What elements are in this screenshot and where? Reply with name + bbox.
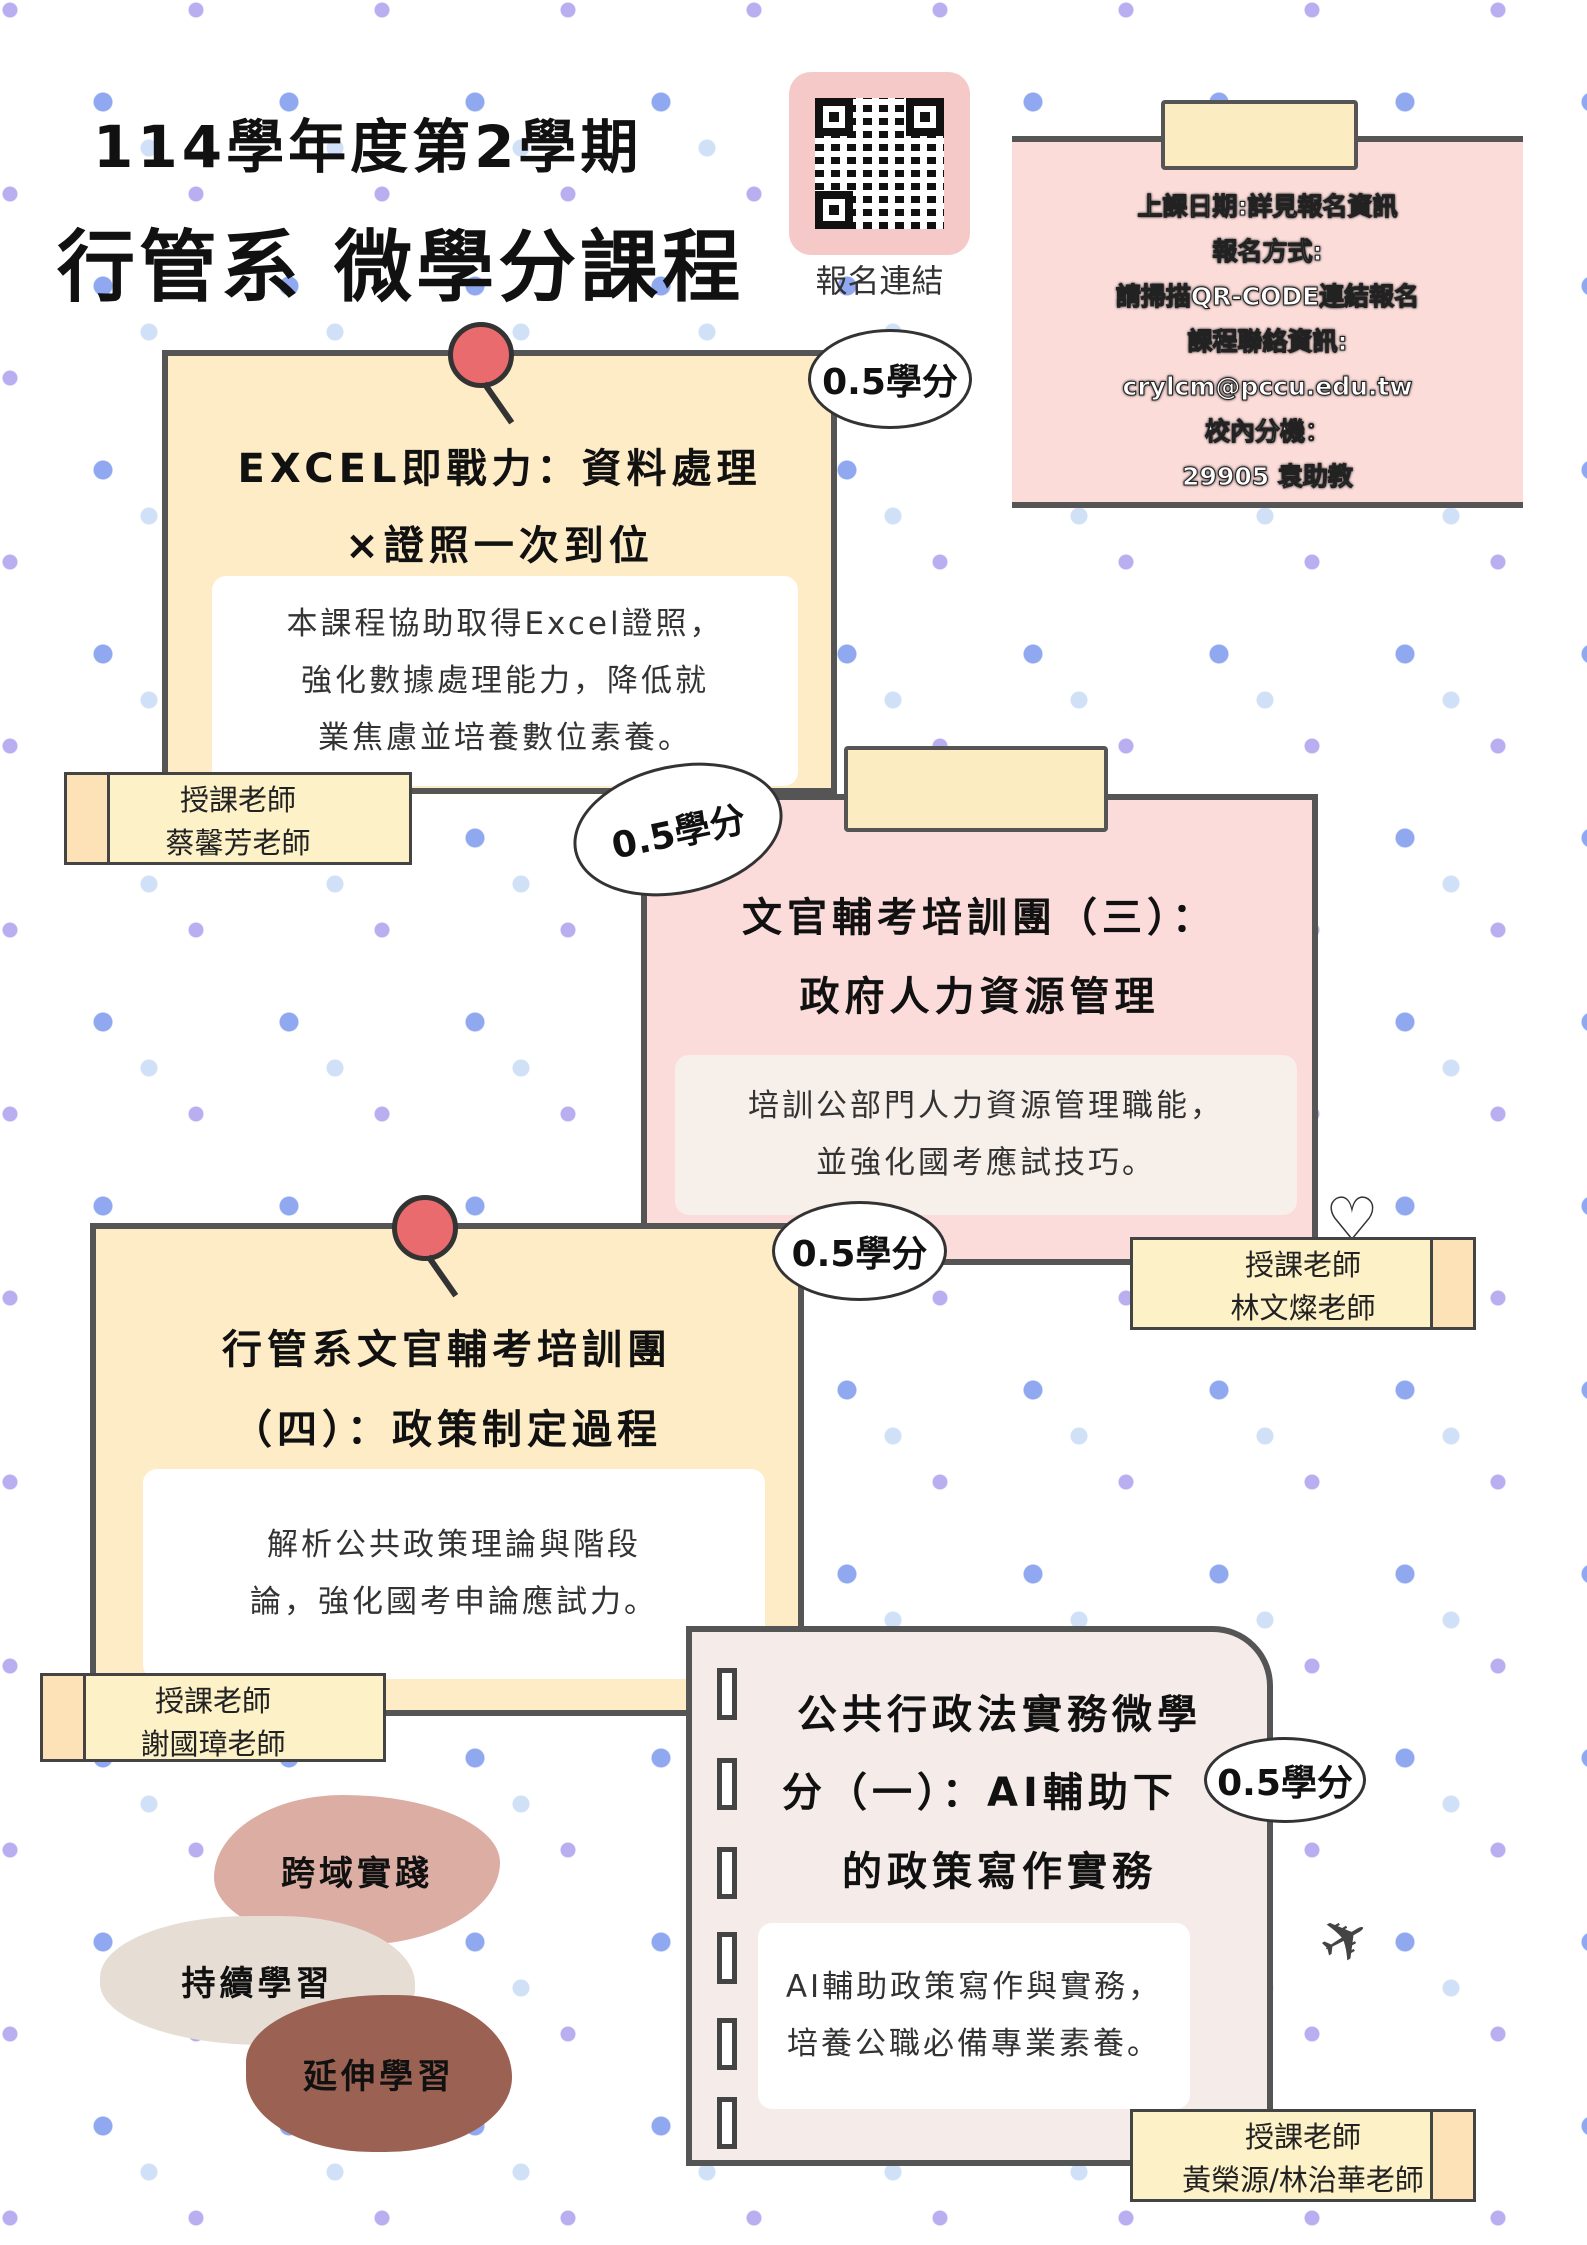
course-title: 分（一）：AI輔助下: [782, 1770, 1178, 1816]
info-note: 上課日期:詳見報名資訊 報名方式: 請掃描QR-CODE連結報名 課程聯絡資訊:…: [1012, 136, 1523, 508]
binder-ring: [717, 1668, 737, 1720]
binder-ring: [717, 1758, 737, 1810]
course-card-ai: 公共行政法實務微學 分（一）：AI輔助下 的政策寫作實務 AI輔助政策寫作與實務…: [686, 1626, 1273, 2166]
qr-corner: [906, 98, 944, 136]
course-title: ×證照一次到位: [345, 523, 654, 569]
course-card-hr: 文官輔考培訓團（三）： 政府人力資源管理 培訓公部門人力資源管理職能，並強化國考…: [641, 794, 1318, 1265]
qr-code[interactable]: [789, 72, 970, 255]
qr-corner: [815, 191, 853, 229]
airplane-icon: ✈: [1305, 1897, 1385, 1983]
info-line: 課程聯絡資訊:: [1187, 327, 1348, 357]
teacher-tag: 授課老師 黃榮源/林治華老師: [1130, 2109, 1476, 2202]
course-title: 公共行政法實務微學: [797, 1692, 1202, 1738]
title-program: 行管系 微學分課程: [57, 223, 745, 313]
course-card-excel: EXCEL即戰力：資料處理 ×證照一次到位 本課程協助取得Excel證照，強化數…: [162, 350, 837, 794]
title-semester: 114學年度第2學期: [93, 113, 643, 181]
course-title: （四）：政策制定過程: [232, 1407, 662, 1453]
pin-icon: [448, 322, 514, 388]
course-desc: 培訓公部門人力資源管理職能，並強化國考應試技巧。: [675, 1055, 1297, 1215]
course-title: 的政策寫作實務: [842, 1849, 1157, 1895]
course-title: 文官輔考培訓團（三）：: [742, 895, 1217, 941]
credit-bubble: 0.5學分: [1204, 1737, 1366, 1823]
credit-bubble: 0.5學分: [772, 1201, 947, 1301]
tape: [844, 746, 1108, 832]
info-line: 校內分機：: [1204, 417, 1330, 447]
course-title: 行管系文官輔考培訓團: [222, 1327, 672, 1373]
teacher-name: 蔡馨芳老師: [165, 826, 311, 860]
teacher-label: 授課老師: [179, 783, 296, 817]
teacher-tag: 授課老師 謝國璋老師: [40, 1673, 386, 1762]
qr-pattern: [815, 98, 944, 229]
pin-icon: [392, 1195, 458, 1261]
credit-bubble: 0.5學分: [808, 329, 972, 429]
teacher-tag: 授課老師 林文燦老師: [1130, 1237, 1476, 1330]
course-title: 政府人力資源管理: [799, 974, 1160, 1020]
course-card-policy: 行管系文官輔考培訓團 （四）：政策制定過程 解析公共政策理論與階段論，強化國考申…: [90, 1223, 804, 1716]
teacher-name: 林文燦老師: [1230, 1291, 1376, 1325]
course-desc: 本課程協助取得Excel證照，強化數據處理能力，降低就業焦慮並培養數位素養。: [212, 576, 798, 786]
binder-ring: [717, 2097, 737, 2149]
teacher-label: 授課老師: [1244, 2120, 1361, 2154]
info-line: 上課日期:詳見報名資訊: [1137, 192, 1398, 222]
qr-corner: [815, 98, 853, 136]
binder-ring: [717, 2018, 737, 2070]
teacher-name: 黃榮源/林治華老師: [1182, 2163, 1424, 2197]
course-desc: 解析公共政策理論與階段論，強化國考申論應試力。: [143, 1469, 765, 1679]
info-email: crylcm@pccu.edu.tw: [1122, 372, 1413, 402]
teacher-name: 謝國璋老師: [140, 1727, 286, 1761]
tag-extended-learning: 延伸學習: [246, 1995, 512, 2152]
binder-ring: [717, 1932, 737, 1984]
binder-ring: [717, 1847, 737, 1899]
qr-label: 報名連結: [815, 262, 944, 300]
info-line: 報名方式:: [1212, 237, 1323, 267]
info-line: 29905 袁助教: [1182, 462, 1354, 492]
course-title: EXCEL即戰力：資料處理: [237, 446, 762, 492]
teacher-tag: 授課老師 蔡馨芳老師: [64, 772, 412, 865]
teacher-label: 授課老師: [1244, 1248, 1361, 1282]
tape: [1161, 100, 1358, 170]
course-desc: AI輔助政策寫作與實務，培養公職必備專業素養。: [758, 1923, 1190, 2109]
info-line: 請掃描QR-CODE連結報名: [1115, 282, 1420, 312]
teacher-label: 授課老師: [154, 1684, 271, 1718]
